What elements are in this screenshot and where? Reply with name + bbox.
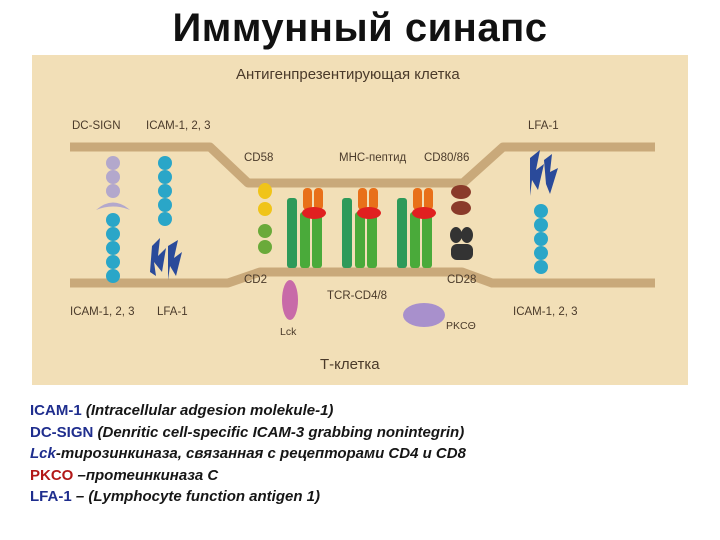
icam-chain-left-lower (106, 213, 120, 283)
pkc-theta-molecule (403, 303, 445, 327)
lfa1-bottom-label: LFA-1 (157, 306, 188, 318)
cd80-label: CD80/86 (424, 152, 469, 164)
cd28-label: CD28 (447, 274, 476, 286)
cd2-molecule (258, 224, 272, 254)
legend-term: ICAM-1 (30, 402, 82, 419)
mhc-label: МНС-пептид (339, 152, 406, 164)
legend: ICAM-1 (Intracellular adgesion molekule-… (30, 400, 710, 508)
cd58-label: CD58 (244, 152, 273, 164)
cd80-86-molecule (451, 185, 471, 215)
tcell-label: Т-клетка (320, 356, 380, 373)
lfa1-left (150, 238, 182, 280)
cd2-label: CD2 (244, 274, 267, 286)
legend-text: – (Lymphocyte function antigen 1) (72, 488, 320, 505)
icam-bottom-right-label: ICAM-1, 2, 3 (513, 306, 578, 318)
legend-text: (Denritic cell-specific ICAM-3 grabbing … (93, 424, 464, 441)
legend-text: -тирозинкиназа, связанная с рецепторами … (56, 445, 466, 462)
icam-chain-right (534, 204, 548, 274)
legend-line-lfa1: LFA-1 – (Lymphocyte function antigen 1) (30, 486, 710, 508)
tcr-mhc-complex-3 (397, 188, 436, 268)
tcr-mhc-complex-2 (342, 188, 381, 268)
lck-molecule (282, 280, 298, 320)
cd58-molecule (258, 183, 272, 216)
lfa1-top-label: LFA-1 (528, 120, 559, 132)
legend-line-icam: ICAM-1 (Intracellular adgesion molekule-… (30, 400, 710, 422)
legend-term: PKCO (30, 467, 73, 484)
tcr-label: TCR-CD4/8 (327, 290, 387, 302)
legend-term: LFA-1 (30, 488, 72, 505)
legend-line-dc-sign: DC-SIGN (Denritic cell-specific ICAM-3 g… (30, 422, 710, 444)
icam-chain-left-upper (158, 156, 172, 226)
icam-bottom-left-label: ICAM-1, 2, 3 (70, 306, 135, 318)
apc-label: Антигенпрезентирующая клетка (236, 66, 460, 83)
tcr-mhc-complex-1 (287, 188, 326, 268)
legend-line-pkc: PKCO –протеинкиназа С (30, 465, 710, 487)
legend-term: Lck (30, 445, 56, 462)
legend-text: (Intracellular adgesion molekule-1) (82, 402, 334, 419)
pkc-label: PKCΘ (446, 320, 476, 332)
lck-label: Lck (280, 326, 296, 338)
cd28-molecule (450, 227, 473, 260)
legend-term: DC-SIGN (30, 424, 93, 441)
dc-sign-label: DC-SIGN (72, 120, 121, 132)
lfa1-right (530, 150, 558, 196)
legend-text: –протеинкиназа С (73, 467, 218, 484)
dc-sign-molecule (96, 156, 130, 210)
icam-top-label: ICAM-1, 2, 3 (146, 120, 211, 132)
tcell-membrane (70, 272, 655, 283)
legend-line-lck: Lck-тирозинкиназа, связанная с рецептора… (30, 443, 710, 465)
